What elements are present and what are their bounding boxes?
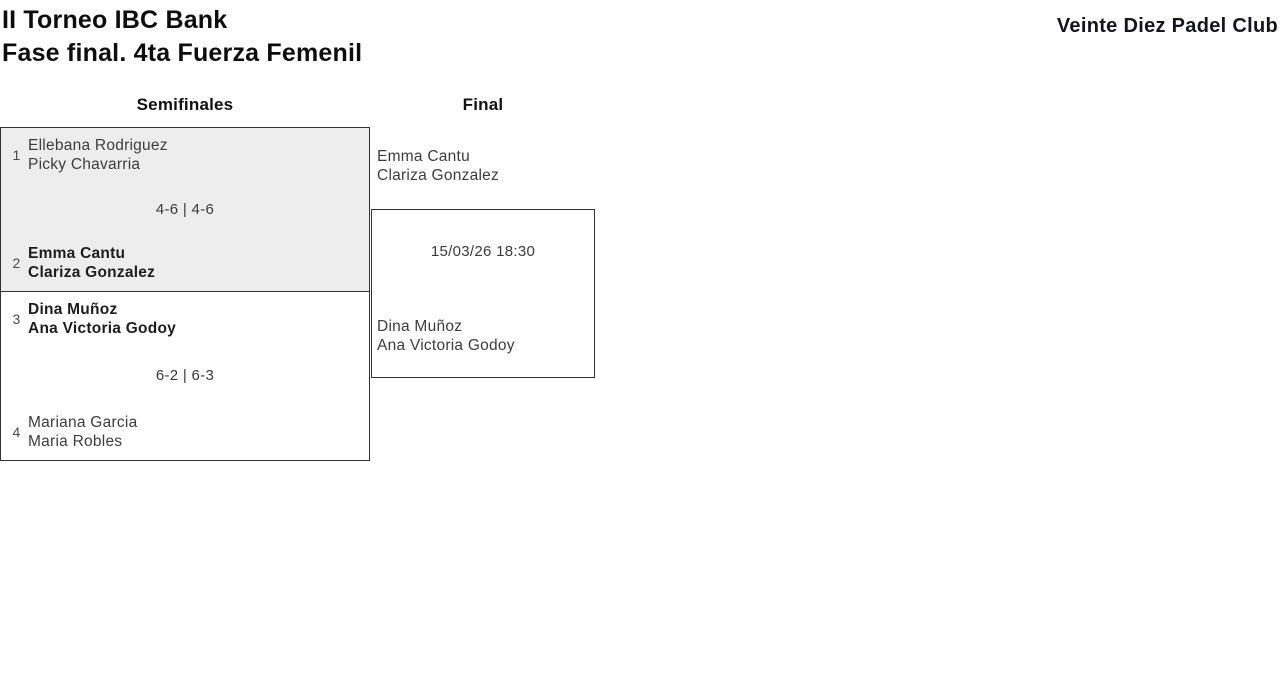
match-semifinal-1[interactable]: 1 Ellebana Rodriguez Picky Chavarria 4-6…	[0, 127, 370, 292]
player-name: Maria Robles	[28, 433, 123, 450]
player-name: Mariana Garcia	[28, 414, 138, 431]
player-name: Picky Chavarria	[28, 156, 141, 173]
team-players: Mariana Garcia Maria Robles	[28, 413, 137, 451]
seed-number: 2	[12, 255, 21, 271]
tournament-title: II Torneo IBC Bank	[2, 6, 228, 34]
player-name: Clariza Gonzalez	[377, 167, 500, 184]
page-title: II Torneo IBC Bank Fase final. 4ta Fuerz…	[2, 4, 362, 70]
round-header-semifinals: Semifinales	[136, 95, 234, 114]
team-slot-seed2: 2 Emma Cantu Clariza Gonzalez	[1, 244, 369, 282]
match-semifinal-2[interactable]: 3 Dina Muñoz Ana Victoria Godoy 6-2 | 6-…	[0, 291, 370, 461]
team-players: Dina Muñoz Ana Victoria Godoy	[28, 300, 176, 338]
player-name: Dina Muñoz	[28, 301, 118, 318]
final-team-1: Emma Cantu Clariza Gonzalez	[377, 147, 499, 185]
player-name: Ana Victoria Godoy	[377, 337, 515, 354]
match-schedule: 15/03/26 18:30	[430, 243, 536, 260]
player-name: Emma Cantu	[377, 148, 470, 165]
player-name: Emma Cantu	[28, 245, 126, 262]
seed-number: 4	[12, 424, 21, 440]
player-name: Ellebana Rodriguez	[28, 137, 168, 154]
match-score: 4-6 | 4-6	[155, 200, 215, 218]
team-slot-seed1: 1 Ellebana Rodriguez Picky Chavarria	[1, 136, 369, 174]
team-slot-seed3: 3 Dina Muñoz Ana Victoria Godoy	[1, 300, 369, 338]
phase-title: Fase final. 4ta Fuerza Femenil	[2, 39, 363, 67]
final-team-2: Dina Muñoz Ana Victoria Godoy	[377, 317, 515, 355]
player-name: Dina Muñoz	[377, 318, 463, 335]
round-header-final: Final	[462, 95, 504, 114]
seed-number: 1	[12, 147, 21, 163]
match-score: 6-2 | 6-3	[155, 367, 215, 384]
player-name: Clariza Gonzalez	[28, 264, 156, 281]
team-players: Ellebana Rodriguez Picky Chavarria	[28, 136, 168, 174]
team-slot-seed4: 4 Mariana Garcia Maria Robles	[1, 413, 369, 451]
club-name: Veinte Diez Padel Club	[1056, 15, 1278, 37]
seed-number: 3	[12, 311, 21, 327]
team-players: Emma Cantu Clariza Gonzalez	[28, 244, 155, 282]
match-final[interactable]: 15/03/26 18:30	[371, 209, 595, 378]
player-name: Ana Victoria Godoy	[28, 320, 177, 337]
